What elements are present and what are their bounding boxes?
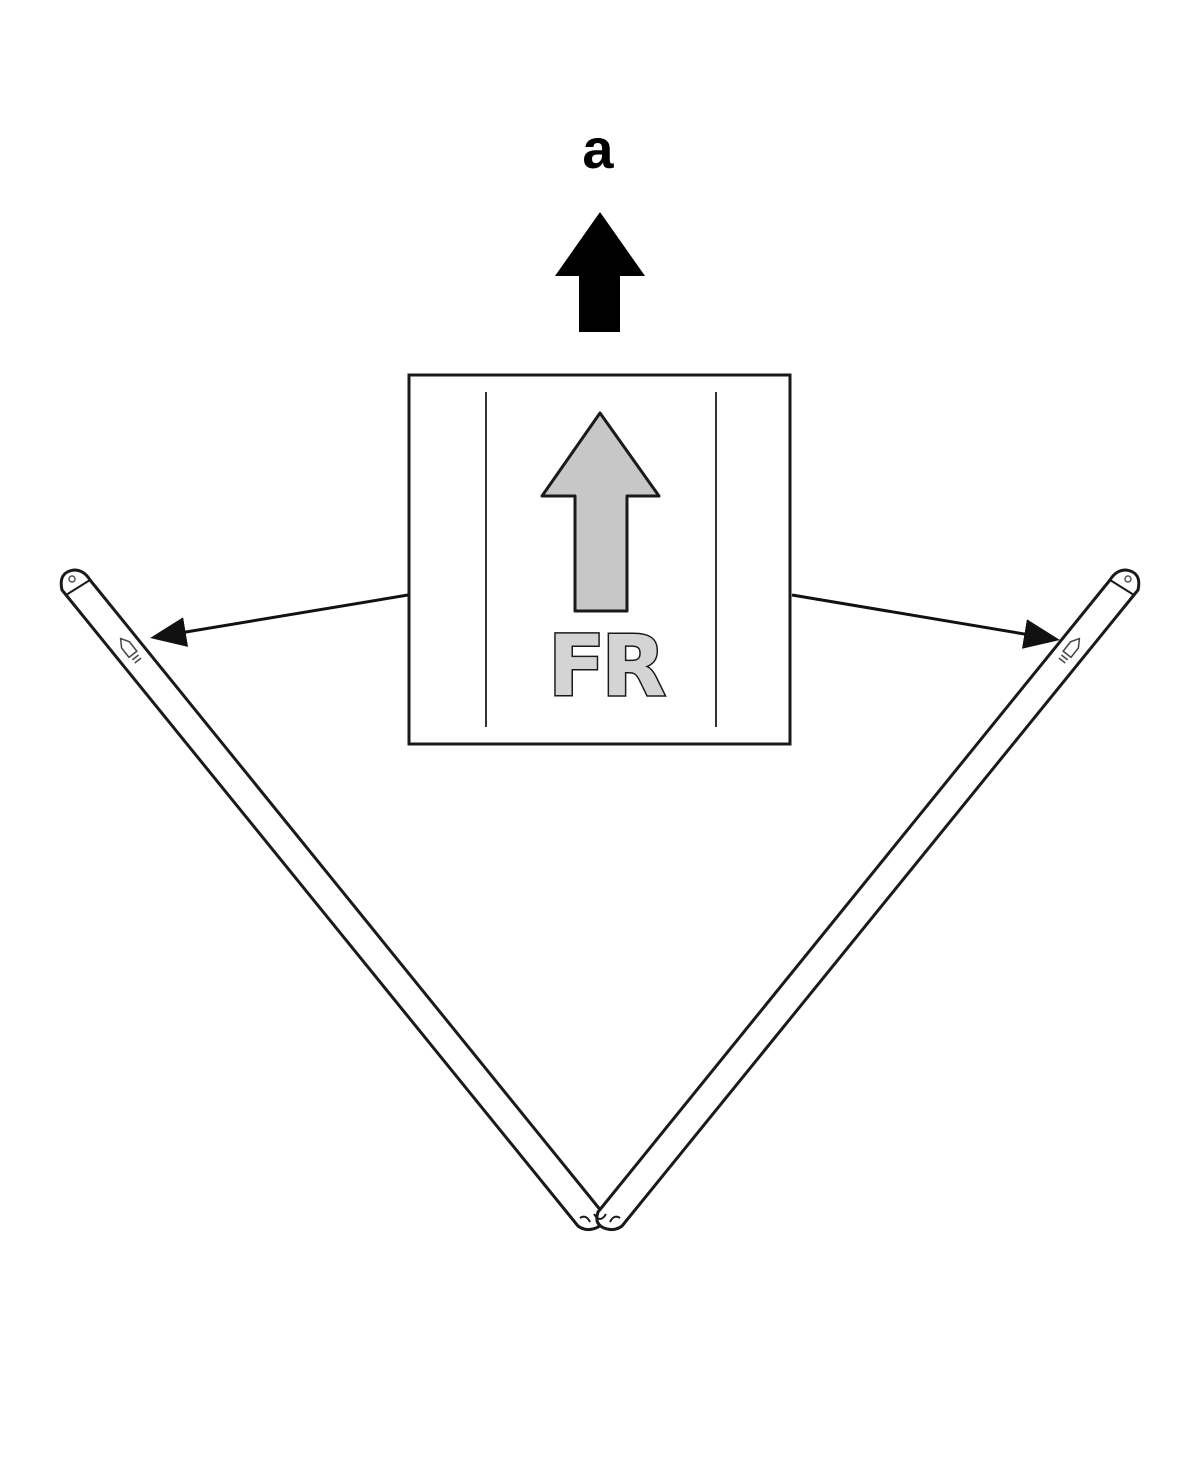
left-pointer-line [150,593,409,647]
direction-label: a [582,117,614,180]
fr-label: FR [548,617,664,715]
blade-joint [593,1213,607,1220]
up-arrow-solid-icon [555,212,645,332]
fr-detail-callout: FR [407,373,792,746]
up-arrow-outlined-icon [540,411,661,613]
right-pointer-line [791,593,1060,649]
right-wiper-blade [595,568,1141,1232]
arrow-marker-icon [119,637,142,664]
arrow-marker-icon [1058,637,1081,664]
